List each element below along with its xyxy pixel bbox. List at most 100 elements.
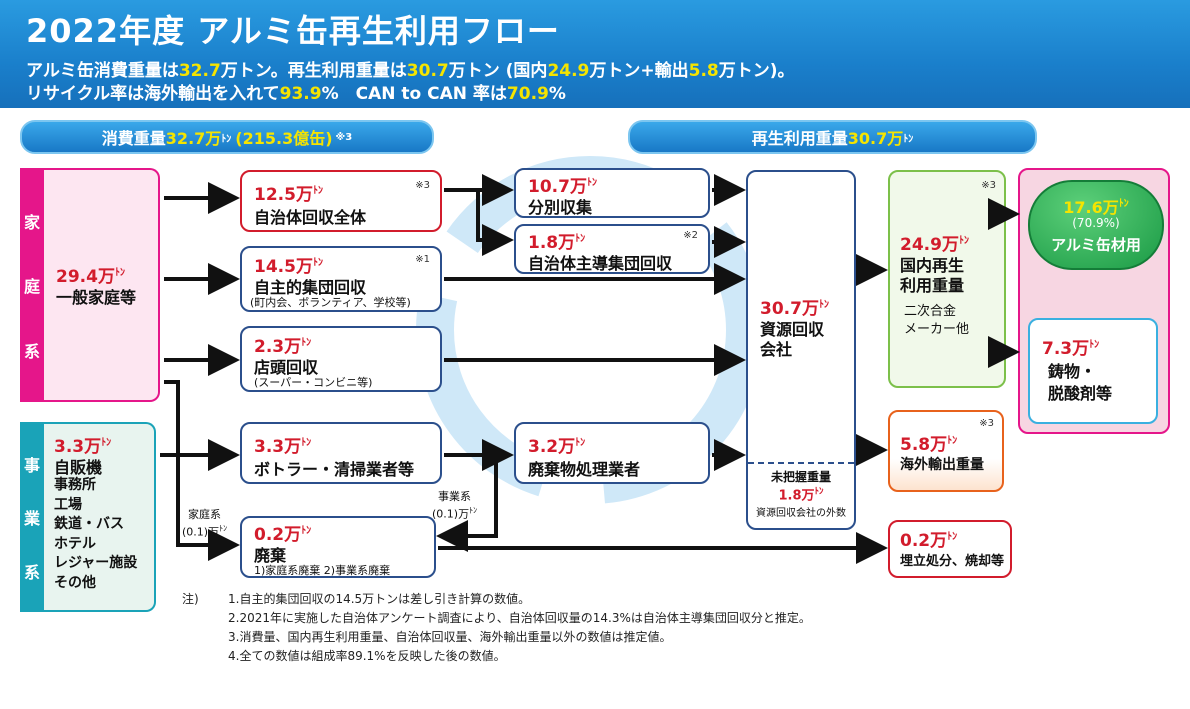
business-item: ホテル <box>54 535 96 552</box>
line2-segment: 93.9 <box>279 84 322 104</box>
line1-segment: 万トン)。 <box>718 61 795 81</box>
can-material-pct: (70.9%) <box>1072 216 1120 230</box>
household-sidebar: 家 庭 系 <box>20 168 44 402</box>
consumption-pill-note: ※3 <box>335 131 353 143</box>
municipal-note-mark: ※3 <box>415 180 430 191</box>
footnote-2: 2.2021年に実施した自治体アンケート調査により、自治体回収量の14.3%は自… <box>228 611 811 625</box>
household-label: 一般家庭等 <box>56 288 137 307</box>
domestic-label-1: 国内再生 <box>900 256 965 275</box>
casting-label-1: 鋳物・ <box>1048 362 1097 381</box>
export-box: ※3 5.8万ﾄﾝ 海外輸出重量 <box>888 410 1004 492</box>
resource-label-2: 会社 <box>760 340 793 359</box>
business-item: 事務所 <box>54 477 96 493</box>
consumption-pill-unit: ﾄﾝ <box>221 133 232 145</box>
domestic-amount: 24.9万ﾄﾝ <box>900 235 969 255</box>
sorted-amount: 10.7万ﾄﾝ <box>528 177 597 197</box>
business-sidebar: 事 業 系 <box>20 422 44 612</box>
domestic-paren-2: メーカー他 <box>904 322 970 337</box>
export-label: 海外輸出重量 <box>900 457 984 473</box>
footnote-3: 3.消費量、国内再生利用重量、自治体回収量、海外輸出重量以外の数値は推定値。 <box>228 630 672 644</box>
sorted-collection-box: 10.7万ﾄﾝ 分別収集 <box>514 168 710 218</box>
resource-amount: 30.7万ﾄﾝ <box>760 299 829 319</box>
resource-company-box: 30.7万ﾄﾝ 資源回収 会社 未把握重量 1.8万ﾄﾝ 資源回収会社の外数 <box>746 170 856 530</box>
summary-line-2: リサイクル率は海外輸出を入れて93.9% CAN to CAN 率は70.9% <box>26 79 566 104</box>
business-waste-flow-label-1: 事業系 <box>438 490 472 503</box>
casting-box: 7.3万ﾄﾝ 鋳物・ 脱酸剤等 <box>1028 318 1158 424</box>
waste-box: 0.2万ﾄﾝ 廃棄 1)家庭系廃棄 2)事業系廃棄 <box>240 516 436 578</box>
bottler-label: ボトラー・清掃業者等 <box>254 460 415 479</box>
end-use-panel: 17.6万ﾄﾝ (70.9%) アルミ缶材用 7.3万ﾄﾝ 鋳物・ 脱酸剤等 <box>1018 168 1170 434</box>
waste-amount: 0.2万ﾄﾝ <box>254 525 312 545</box>
landfill-amount: 0.2万ﾄﾝ <box>900 531 958 551</box>
can-material-amount: 17.6万ﾄﾝ <box>1063 198 1129 217</box>
footnote-head: 注) <box>182 592 199 606</box>
household-char-1: 家 <box>23 212 40 232</box>
domestic-label-2: 利用重量 <box>900 276 965 295</box>
resource-label-1: 資源回収 <box>760 320 825 339</box>
recycle-pill-unit: ﾄﾝ <box>903 133 914 145</box>
line1-segment: 30.7 <box>406 61 449 81</box>
waste-label: 廃棄 <box>254 546 287 565</box>
household-char-3: 系 <box>23 341 40 361</box>
domestic-note-mark: ※3 <box>981 180 996 191</box>
consumption-pill-cans: (215.3億缶) <box>235 129 333 148</box>
muni-group-amount: 1.8万ﾄﾝ <box>528 233 586 253</box>
municipal-label: 自治体回収全体 <box>254 208 367 227</box>
line2-segment: % <box>548 84 566 104</box>
unknown-weight-label: 未把握重量 <box>770 470 831 484</box>
recycle-pill: 再生利用重量 30.7万 ﾄﾝ <box>628 120 1037 154</box>
business-items: 事務所 工場 鉄道・バス ホテル レジャー施設 その他 <box>54 476 137 593</box>
resource-divider <box>748 462 854 464</box>
domestic-reuse-box: ※3 24.9万ﾄﾝ 国内再生 利用重量 二次合金 メーカー他 <box>888 170 1006 388</box>
group-collection-box: 14.5万ﾄﾝ 自主的集団回収 (町内会、ボランティア、学校等) ※1 <box>240 246 442 312</box>
line2-segment: 70.9 <box>506 84 549 104</box>
bottler-amount: 3.3万ﾄﾝ <box>254 437 312 457</box>
business-waste-flow-label-2: (0.1)万ﾄﾝ <box>432 506 478 521</box>
export-amount: 5.8万ﾄﾝ <box>900 435 958 455</box>
recycle-pill-label: 再生利用重量 <box>751 129 848 148</box>
household-waste-flow-label-1: 家庭系 <box>188 508 222 521</box>
muni-group-box: 1.8万ﾄﾝ 自治体主導集団回収 ※2 <box>514 224 710 274</box>
line1-segment: 24.9 <box>547 61 590 81</box>
casting-amount: 7.3万ﾄﾝ <box>1042 339 1100 359</box>
business-char-2: 業 <box>23 509 40 528</box>
business-source-box: 3.3万ﾄﾝ 自販機 事務所 工場 鉄道・バス ホテル レジャー施設 その他 <box>44 422 156 612</box>
waste-processor-label: 廃棄物処理業者 <box>528 460 641 479</box>
landfill-box: 0.2万ﾄﾝ 埋立処分、焼却等 <box>888 520 1012 578</box>
group-note-mark: ※1 <box>415 254 430 265</box>
household-source-box: 29.4万ﾄﾝ 一般家庭等 <box>44 168 160 402</box>
line1-segment: 万トン+輸出 <box>589 61 689 81</box>
business-amount: 3.3万ﾄﾝ <box>54 437 112 457</box>
store-label: 店頭回収 <box>254 358 319 377</box>
line2-segment: % CAN to CAN 率は <box>321 84 507 104</box>
muni-group-label: 自治体主導集団回収 <box>528 254 673 273</box>
line1-segment: アルミ缶消費重量は <box>26 61 179 81</box>
page-title: 2022年度 アルミ缶再生利用フロー <box>26 12 560 50</box>
unknown-weight-sub: 資源回収会社の外数 <box>756 508 846 519</box>
line1-segment: 5.8 <box>688 61 719 81</box>
casting-label-2: 脱酸剤等 <box>1048 384 1113 403</box>
footnote-4: 4.全ての数値は組成率89.1%を反映した後の数値。 <box>228 649 506 663</box>
waste-processor-box: 3.2万ﾄﾝ 廃棄物処理業者 <box>514 422 710 484</box>
bottler-box: 3.3万ﾄﾝ ボトラー・清掃業者等 <box>240 422 442 484</box>
unknown-weight-amount: 1.8万ﾄﾝ <box>778 487 824 504</box>
business-item: 工場 <box>54 496 82 513</box>
header-banner: 2022年度 アルミ缶再生利用フロー アルミ缶消費重量は32.7万トン。再生利用… <box>0 0 1190 108</box>
line2-segment: リサイクル率は海外輸出を入れて <box>26 84 280 104</box>
business-item: レジャー施設 <box>54 555 138 571</box>
muni-group-note-mark: ※2 <box>683 230 698 241</box>
store-collection-box: 2.3万ﾄﾝ 店頭回収 (スーパー・コンビニ等) <box>240 326 442 392</box>
consumption-pill-label: 消費重量 <box>101 129 166 148</box>
can-material-ellipse: 17.6万ﾄﾝ (70.9%) アルミ缶材用 <box>1028 180 1164 270</box>
store-sub: (スーパー・コンビニ等) <box>254 376 373 389</box>
line1-segment: 万トン。再生利用重量は <box>220 61 407 81</box>
business-waste-flow-label: 事業系 (0.1)万ﾄﾝ <box>432 490 477 522</box>
household-amount: 29.4万ﾄﾝ <box>56 267 125 287</box>
line1-segment: 万トン (国内 <box>448 61 548 81</box>
sorted-label: 分別収集 <box>528 198 593 217</box>
group-label: 自主的集団回収 <box>254 278 367 297</box>
consumption-pill: 消費重量 32.7万 ﾄﾝ (215.3億缶) ※3 <box>20 120 434 154</box>
landfill-label: 埋立処分、焼却等 <box>900 554 1005 569</box>
municipal-amount: 12.5万ﾄﾝ <box>254 185 323 205</box>
can-material-label: アルミ缶材用 <box>1051 236 1141 254</box>
